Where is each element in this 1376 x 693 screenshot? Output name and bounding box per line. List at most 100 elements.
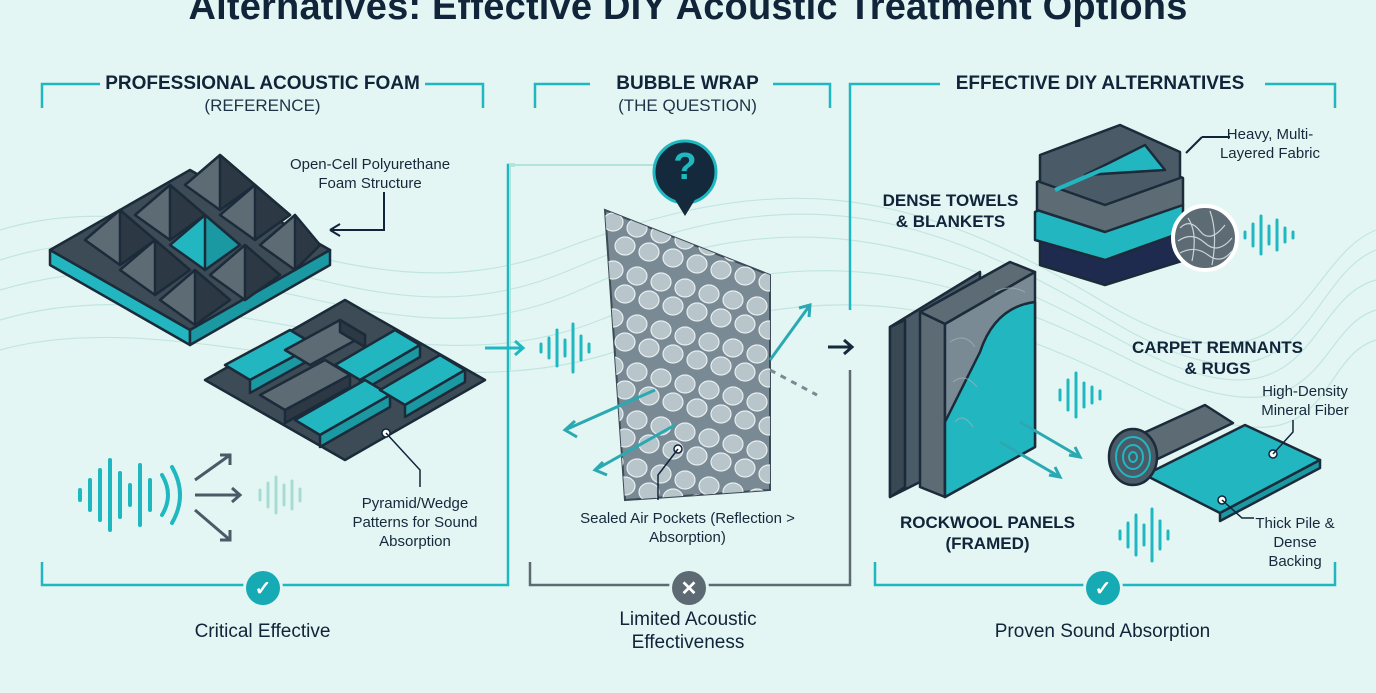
carpet-roll-illustration [1107,403,1322,523]
bubble [722,242,744,262]
panel-3-verdict: Proven Sound Absorption [994,621,1211,642]
bubble [614,380,636,400]
incoming-sound-icon [485,322,591,374]
bubble [638,290,660,310]
bubble [626,362,648,382]
panel-2-subheading: (THE QUESTION) [618,96,757,115]
bubble [722,482,744,500]
bubble [686,350,708,370]
rockwool-label: ROCKWOOL PANELS (FRAMED) [899,513,1076,553]
bubble [614,332,636,352]
bubble [674,278,696,298]
bubble [710,260,732,280]
pile-label-leader [1217,495,1254,519]
bubble [758,416,770,436]
towels-label: DENSE TOWELS & BLANKETS [882,191,1019,231]
bubble [734,314,756,334]
bubble [650,368,672,388]
bubble [710,452,732,472]
panel-1-heading: PROFESSIONAL ACOUSTIC FOAM [105,73,420,94]
rockwool-panel-illustration [888,260,1083,499]
bubble [650,320,672,340]
bubble [650,464,672,484]
bubble [710,308,732,328]
bubble [734,410,756,430]
check-icon: ✓ [246,571,280,605]
bubble [746,440,768,460]
bubble [674,374,696,394]
bubble [698,428,720,448]
page-title: Alternatives: Effective DIY Acoustic Tre… [188,0,1188,28]
panel-arrow-icon [828,338,855,356]
bubble-label-leader [657,444,683,500]
bubble [746,296,768,316]
panel-2-frame [509,82,852,587]
panel-2-heading: BUBBLE WRAP [616,73,759,94]
bubble [605,260,624,280]
mineral-fiber-note: High-Density Mineral Fiber [1261,383,1349,419]
x-icon: ✕ [672,571,706,605]
wedge-foam-illustration [203,298,487,462]
bubble [662,296,684,316]
bubble [626,410,648,430]
sound-wave-icon-4 [1118,507,1170,563]
bubble [674,326,696,346]
bubble [638,482,660,500]
bubble [686,302,708,322]
foam-structure-label: Open-Cell Polyurethane Foam Structure [289,156,451,192]
foam-label-leader [329,192,385,237]
bubble [698,380,720,400]
carpet-label: CARPET REMNANTS & RUGS [1132,338,1303,378]
bubble [722,338,744,358]
fabric-note: Heavy, Multi-Layered Fabric [1219,126,1321,162]
bubble [614,476,636,496]
bubble [638,242,660,262]
bubble [734,362,756,382]
sound-wave-icon-2 [1243,214,1295,256]
bubble [722,434,744,454]
bubble [674,470,696,490]
towel-stack-illustration [1033,123,1187,287]
bubble [746,392,768,412]
panel-1-verdict: Critical Effective [194,621,331,642]
bubble [614,428,636,448]
fabric-magnifier-icon [1171,204,1239,272]
bubble [686,446,708,466]
bubble [758,320,770,340]
bubble [710,356,732,376]
bubble [746,248,768,268]
bubble [614,284,636,304]
bubble [734,266,756,286]
bubble [626,314,648,334]
bubble [698,332,720,352]
wedge-pattern-label: Pyramid/Wedge Patterns for Sound Absorpt… [352,495,478,550]
bubble [662,344,684,364]
bubble [662,248,684,268]
bubble [758,464,770,484]
bubble [662,392,684,412]
bubble [722,386,744,406]
panel-3-heading: EFFECTIVE DIY ALTERNATIVES [955,73,1245,94]
panel-1-subheading: (REFERENCE) [204,96,321,115]
bubble [614,236,636,256]
pyramid-foam-illustration [48,153,332,347]
bubble [758,272,770,292]
bubble [638,338,660,358]
question-bubble-icon [652,139,718,216]
panel-3-frame [848,82,1337,587]
mineral-label-leader [1268,420,1294,459]
bubble [674,422,696,442]
bubble [698,284,720,304]
bubble [626,266,648,286]
pile-note: Thick Pile & Dense Backing [1255,515,1335,570]
bubble [698,236,720,256]
bubble [674,230,696,250]
wedge-label-leader [381,428,421,487]
bubble [626,458,648,478]
air-pockets-label: Sealed Air Pockets (Reflection > Absorpt… [580,510,795,546]
sound-wave-icon-3 [1058,371,1102,419]
question-mark: ? [673,146,697,188]
bubble [686,398,708,418]
bubble [734,458,756,478]
bubble-wrap-illustration [562,208,818,502]
